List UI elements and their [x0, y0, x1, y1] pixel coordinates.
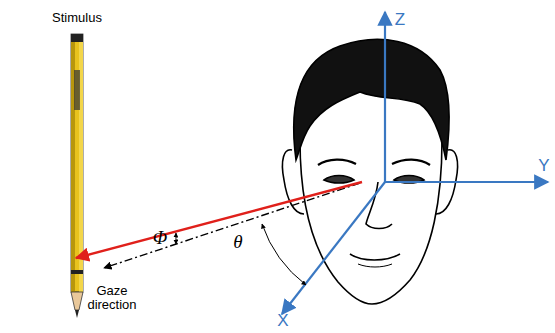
- theta-arc: [262, 224, 306, 285]
- stimulus-label: Stimulus: [52, 11, 102, 25]
- pencil: [71, 34, 83, 318]
- gaze-label: Gaze direction: [81, 284, 143, 313]
- axis-label: Z: [395, 11, 405, 30]
- axis-label: Y: [538, 157, 549, 176]
- angle-label: θ: [233, 232, 242, 253]
- stimulus-direction: [76, 182, 362, 258]
- angle-label: Φ: [153, 228, 167, 249]
- axes: [282, 12, 548, 314]
- phi-arc: [175, 233, 176, 244]
- head: [282, 39, 457, 304]
- gaze-line: [104, 183, 360, 268]
- axis-label: X: [277, 312, 288, 331]
